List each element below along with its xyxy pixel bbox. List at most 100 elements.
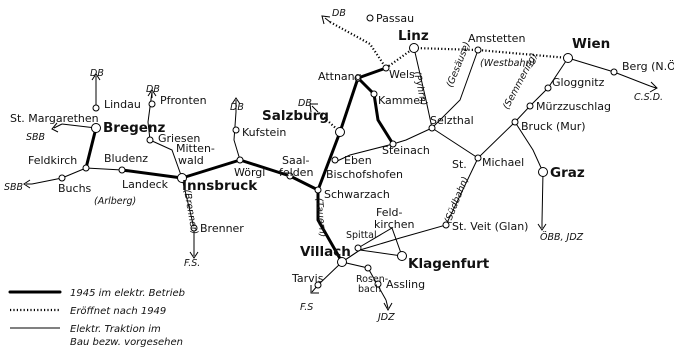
node-salzburg	[335, 127, 345, 137]
line-tauern	[316, 188, 344, 264]
label-selzthal: Selzthal	[430, 114, 474, 127]
line-amstetten-selzthal	[431, 49, 479, 129]
label-landeck: Landeck	[122, 178, 169, 191]
node-steinach	[389, 140, 397, 148]
line-attnang-kammer	[356, 76, 395, 146]
label-murzzuschlag: Mürzzuschlag	[536, 100, 611, 113]
node-st-michael	[474, 154, 482, 162]
label-saalfelden-2: felden	[279, 166, 313, 179]
node-attnang	[354, 74, 362, 82]
line-feldkirch-bludenz	[85, 167, 123, 171]
label-st-michael-1: St.	[452, 158, 467, 171]
label-eben: Eben	[344, 154, 372, 167]
label-feldkirch: Feldkirch	[28, 154, 77, 167]
label-bludenz: Bludenz	[104, 152, 148, 165]
label-kufstein: Kufstein	[242, 126, 286, 139]
line-wien-gloggnitz-bruck	[514, 57, 569, 123]
label-st-margarethen: St. Margarethen	[10, 112, 99, 125]
label-worgl: Wörgl	[234, 166, 265, 179]
label-passau: Passau	[376, 12, 414, 25]
label-arlberg: (Arlberg)	[94, 196, 136, 207]
label-sbb-margarethen: SBB	[26, 132, 45, 143]
line-kufstein-worgl	[233, 111, 241, 161]
line-bruck-michael-selzthal	[431, 121, 516, 159]
node-amstetten	[474, 46, 482, 54]
line-bregenz-margarethen	[61, 123, 97, 129]
label-db-passau: DB	[332, 8, 346, 19]
node-st-veit	[442, 221, 450, 229]
label-db-salzburg: DB	[298, 98, 312, 109]
node-wien	[563, 53, 573, 63]
line-griesen-innsbruck	[149, 139, 183, 179]
label-klagenfurt: Klagenfurt	[408, 256, 490, 272]
node-feldkirch	[82, 164, 90, 172]
legend: 1945 im elektr. Betrieb Eröffnet nach 19…	[8, 288, 185, 348]
node-murzzuschlag	[526, 102, 534, 110]
line-steinach-bischofshofen	[334, 143, 394, 163]
label-st-michael-2: Michael	[482, 156, 524, 169]
legend-text-planned-2: Bau bezw. vorgesehen	[70, 337, 183, 348]
station-nodes	[58, 14, 618, 289]
line-schwarzach-salzburg	[316, 66, 388, 192]
node-spittal	[354, 244, 362, 252]
node-brenner	[190, 224, 198, 232]
node-berg	[610, 68, 618, 76]
node-tarvis	[314, 281, 322, 289]
line-arlberg	[120, 168, 184, 180]
node-innsbruck	[177, 173, 187, 183]
label-steinach: Steinach	[382, 144, 430, 157]
label-berg: Berg (N.Ö)	[622, 60, 674, 73]
label-buchs: Buchs	[58, 182, 92, 195]
label-wels: Wels	[389, 68, 415, 81]
legend-text-electrified-1945: 1945 im elektr. Betrieb	[70, 288, 185, 299]
node-kufstein	[232, 126, 240, 134]
node-kammer	[370, 90, 378, 98]
label-gesause: (Gesäuse)	[445, 40, 473, 89]
border-arrows	[23, 15, 658, 312]
node-wels	[382, 64, 390, 72]
label-feldkirchen-2: kirchen	[374, 218, 414, 231]
node-passau	[366, 14, 374, 22]
line-worgl-saalfelden	[238, 158, 292, 178]
label-feldkirchen-1: Feld-	[376, 206, 403, 219]
label-rosenbach-2: bach	[358, 284, 381, 295]
label-tarvis: Tarvis	[291, 272, 324, 285]
node-worgl	[236, 156, 244, 164]
node-schwarzach	[314, 186, 322, 194]
label-schwarzach: Schwarzach	[324, 188, 390, 201]
label-villach: Villach	[300, 244, 351, 260]
line-salzburg-db	[317, 111, 341, 133]
node-griesen	[146, 136, 154, 144]
label-spittal: Spittal	[346, 230, 377, 241]
line-villach-klagenfurt	[341, 249, 403, 263]
label-lindau: Lindau	[104, 98, 141, 111]
label-westbahn: (Westbahn)	[480, 58, 535, 69]
label-kammer: Kammer	[378, 94, 425, 107]
label-gloggnitz: Gloggnitz	[552, 76, 605, 89]
label-griesen: Griesen	[158, 132, 200, 145]
label-fs-brenner: F.S.	[184, 258, 200, 269]
node-linz	[409, 43, 419, 53]
line-klagenfurt-feldkirchen	[357, 227, 403, 257]
node-villach	[337, 257, 347, 267]
node-klagenfurt	[397, 251, 407, 261]
node-selzthal	[428, 124, 436, 132]
label-amstetten: Amstetten	[468, 32, 525, 45]
node-eben	[331, 156, 339, 164]
line-selzthal-steinach	[392, 127, 433, 145]
node-graz	[538, 167, 548, 177]
label-jdz-assling: JDZ	[376, 312, 395, 323]
label-linz: Linz	[398, 28, 429, 44]
label-pfronten: Pfronten	[160, 94, 207, 107]
label-bischofshofen: Bischofshofen	[326, 168, 403, 181]
label-innsbruck: Innsbruck	[182, 178, 258, 194]
line-bruck-graz	[514, 121, 544, 223]
label-obb-jdz: ÖBB, JDZ	[540, 232, 584, 243]
label-db-pfronten: DB	[146, 84, 160, 95]
label-mittenwald-1: Mitten-	[176, 142, 215, 155]
label-sudbahn: (Südbahn)	[443, 175, 472, 225]
label-assling: Assling	[386, 278, 425, 291]
border-labels: DB DB DB DB DB SBB SBB C.S.D. ÖBB, JDZ F…	[4, 8, 663, 323]
node-saalfelden	[286, 172, 294, 180]
line-villach-tarvis	[317, 261, 343, 286]
